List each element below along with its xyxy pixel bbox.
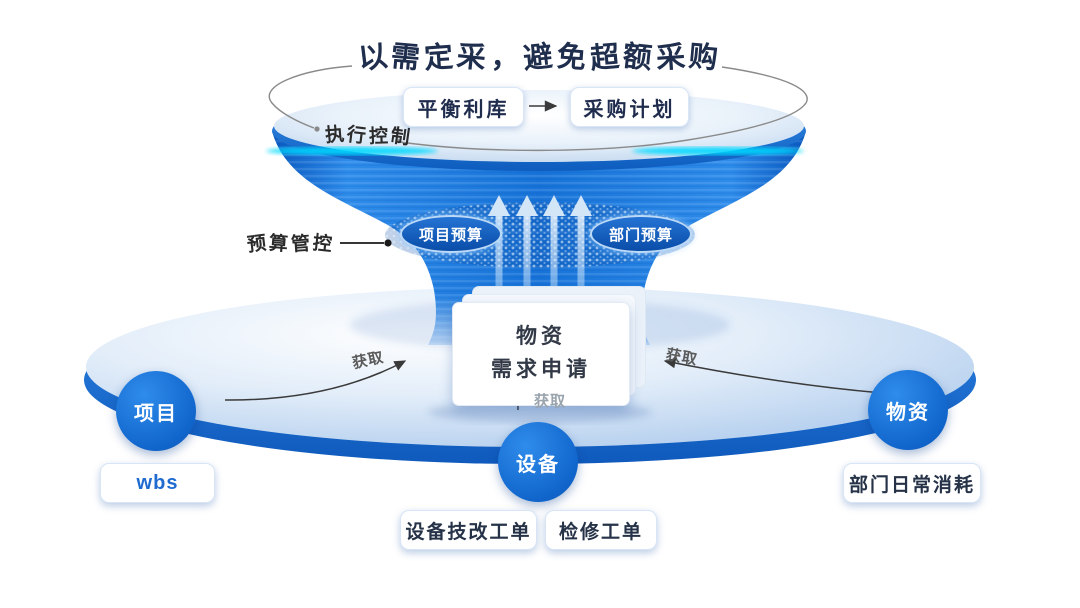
budget-connector-dot <box>384 239 392 247</box>
card-shadow <box>428 401 652 423</box>
project-budget-pill: 项目预算 <box>400 215 502 253</box>
cyan-glow-right <box>632 147 804 155</box>
material-request-line2: 需求申请 <box>491 358 591 381</box>
department-daily-consumption-box: 部门日常消耗 <box>843 463 981 503</box>
cyan-glow-left <box>266 147 438 155</box>
fetch-arrow-right <box>663 357 883 394</box>
up-arrowhead-icon <box>570 195 592 216</box>
up-flow-arrows <box>488 195 592 332</box>
up-arrowhead-icon <box>488 195 510 216</box>
material-request-card: 物资 需求申请 <box>452 302 630 406</box>
equipment-modification-order-box: 设备技改工单 <box>400 510 537 550</box>
fetch-arrow-left <box>224 360 407 401</box>
procurement-plan-box: 采购计划 <box>570 87 689 127</box>
orbit-dot-left <box>314 126 320 132</box>
up-arrowhead-icon <box>543 195 565 216</box>
orbit-dot-mid <box>395 138 401 144</box>
up-arrowhead-icon <box>516 195 538 216</box>
department-budget-pill: 部门预算 <box>590 215 692 253</box>
fetch-label-bottom: 获取 <box>534 393 567 410</box>
equipment-node: 设备 <box>498 422 578 502</box>
project-node: 项目 <box>116 371 196 451</box>
execution-control-label: 执行控制 <box>324 123 415 150</box>
diagram-title: 以需定采，避免超额采购 <box>356 40 723 76</box>
orbit-line-right <box>399 66 808 152</box>
material-request-line1: 物资 <box>516 325 566 349</box>
material-node: 物资 <box>868 370 948 450</box>
wbs-box: wbs <box>100 463 215 503</box>
budget-control-label: 预算管控 <box>246 232 336 257</box>
balance-inventory-box: 平衡利库 <box>403 87 524 127</box>
orbit-line-left <box>268 65 353 129</box>
overhaul-order-box: 检修工单 <box>545 510 657 550</box>
